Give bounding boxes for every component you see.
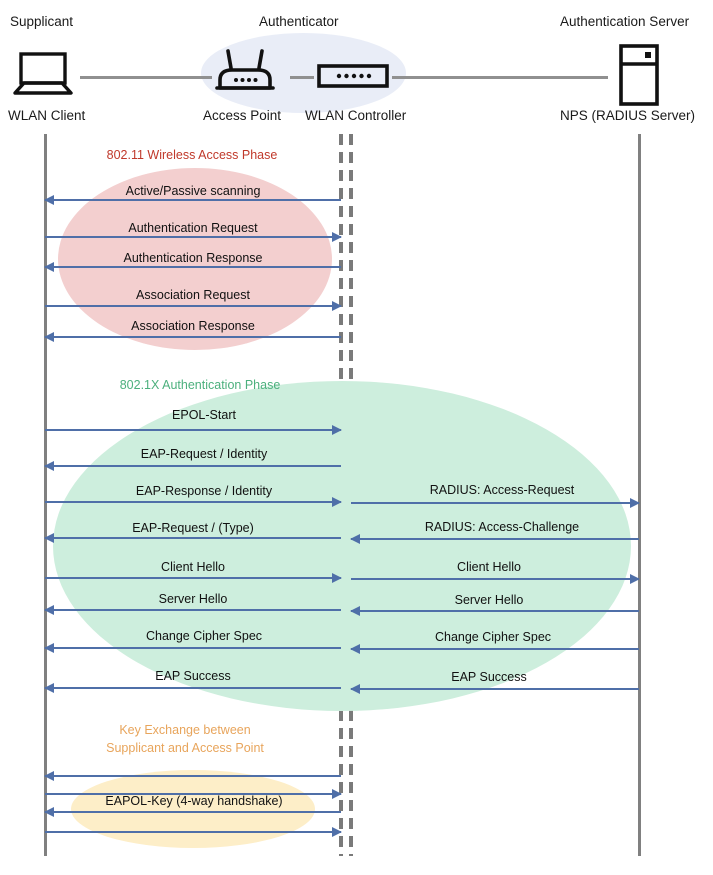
- arrow-shaft: [351, 502, 639, 504]
- arrow-head-left-icon: [350, 606, 360, 616]
- message-label: Association Request: [136, 288, 250, 302]
- phase-blob-dot1x-authentication-phase: [53, 381, 631, 711]
- arrow-head-right-icon: [630, 574, 640, 584]
- message-label: Client Hello: [457, 560, 521, 574]
- arrow-head-left-icon: [44, 771, 54, 781]
- arrow-shaft: [45, 199, 341, 201]
- arrow-head-right-icon: [332, 301, 342, 311]
- message-label: RADIUS: Access-Request: [429, 483, 575, 497]
- link-ap-to-controller: [290, 76, 314, 79]
- arrow-head-right-icon: [332, 425, 342, 435]
- arrow-shaft: [351, 688, 639, 690]
- arrow-shaft: [45, 305, 341, 307]
- message-label: Authentication Request: [128, 221, 258, 235]
- message-label: EAP-Request / Identity: [140, 447, 268, 461]
- message-label: EAP-Response / Identity: [135, 484, 273, 498]
- arrow-shaft: [351, 610, 639, 612]
- message-label: Change Cipher Spec: [434, 630, 552, 644]
- arrow-shaft: [45, 609, 341, 611]
- message-label: EAP Success: [451, 670, 527, 684]
- arrow-shaft: [45, 687, 341, 689]
- message-label: Association Response: [131, 319, 255, 333]
- arrow-head-left-icon: [350, 684, 360, 694]
- message-label: EAP Success: [155, 669, 231, 683]
- arrow-shaft: [45, 811, 341, 813]
- arrow-head-left-icon: [44, 332, 54, 342]
- arrow-head-right-icon: [332, 497, 342, 507]
- arrow-shaft: [351, 538, 639, 540]
- lifeline-authentication-server: [638, 134, 641, 856]
- message-label: EAPOL-Key (4-way handshake): [105, 794, 283, 808]
- arrow-head-left-icon: [350, 534, 360, 544]
- role-title-authentication-server: Authentication Server: [560, 14, 690, 29]
- arrow-shaft: [45, 577, 341, 579]
- phase-caption-key-exchange-phase: Key Exchange between Supplicant and Acce…: [106, 723, 264, 755]
- arrow-head-left-icon: [44, 643, 54, 653]
- arrow-shaft: [45, 429, 341, 431]
- role-title-supplicant: Supplicant: [10, 14, 74, 29]
- arrow-head-left-icon: [44, 461, 54, 471]
- arrow-head-left-icon: [44, 533, 54, 543]
- message-label: EPOL-Start: [172, 408, 236, 422]
- arrow-shaft: [45, 793, 341, 795]
- arrow-head-left-icon: [44, 262, 54, 272]
- server-icon: [616, 44, 662, 111]
- phase-caption-wireless-access-phase: 802.11 Wireless Access Phase: [106, 148, 278, 162]
- message-label: Change Cipher Spec: [145, 629, 263, 643]
- message-label: EAP-Request / (Type): [132, 521, 254, 535]
- laptop-icon: [12, 52, 74, 101]
- arrow-head-right-icon: [332, 573, 342, 583]
- arrow-shaft: [45, 537, 341, 539]
- arrow-head-left-icon: [44, 195, 54, 205]
- arrow-shaft: [45, 266, 341, 268]
- node-label-wlan-client: WLAN Client: [8, 108, 86, 123]
- arrow-head-right-icon: [332, 789, 342, 799]
- phase-blob-wireless-access-phase: [58, 168, 332, 350]
- link-client-to-ap: [80, 76, 212, 79]
- arrow-shaft: [45, 775, 341, 777]
- arrow-shaft: [45, 647, 341, 649]
- role-title-authenticator: Authenticator: [259, 14, 339, 29]
- arrow-shaft: [45, 831, 341, 833]
- arrow-shaft: [351, 648, 639, 650]
- message-label: Server Hello: [454, 593, 524, 607]
- arrow-head-left-icon: [44, 807, 54, 817]
- phase-caption-dot1x-authentication-phase: 802.1X Authentication Phase: [119, 378, 281, 392]
- node-label-nps-radius-server: NPS (RADIUS Server): [560, 108, 696, 123]
- lifeline-supplicant: [44, 134, 47, 856]
- message-label: Active/Passive scanning: [125, 184, 261, 198]
- message-label: Client Hello: [161, 560, 225, 574]
- arrow-head-right-icon: [630, 498, 640, 508]
- arrow-shaft: [45, 501, 341, 503]
- node-label-wlan-controller: WLAN Controller: [305, 108, 407, 123]
- arrow-shaft: [45, 465, 341, 467]
- arrow-head-left-icon: [44, 605, 54, 615]
- arrow-shaft: [351, 578, 639, 580]
- arrow-head-left-icon: [350, 644, 360, 654]
- arrow-head-right-icon: [332, 827, 342, 837]
- arrow-shaft: [45, 336, 341, 338]
- wlan-controller-icon: [317, 63, 389, 94]
- arrow-head-right-icon: [332, 232, 342, 242]
- arrow-shaft: [45, 236, 341, 238]
- phase-blob-key-exchange-phase: [71, 770, 315, 848]
- message-label: Authentication Response: [123, 251, 263, 265]
- node-label-access-point: Access Point: [203, 108, 282, 123]
- link-controller-to-server: [392, 76, 608, 79]
- message-label: Server Hello: [158, 592, 228, 606]
- access-point-icon: [214, 47, 276, 100]
- authenticator-group-blob: [201, 33, 406, 113]
- arrow-head-left-icon: [44, 683, 54, 693]
- message-label: RADIUS: Access-Challenge: [424, 520, 580, 534]
